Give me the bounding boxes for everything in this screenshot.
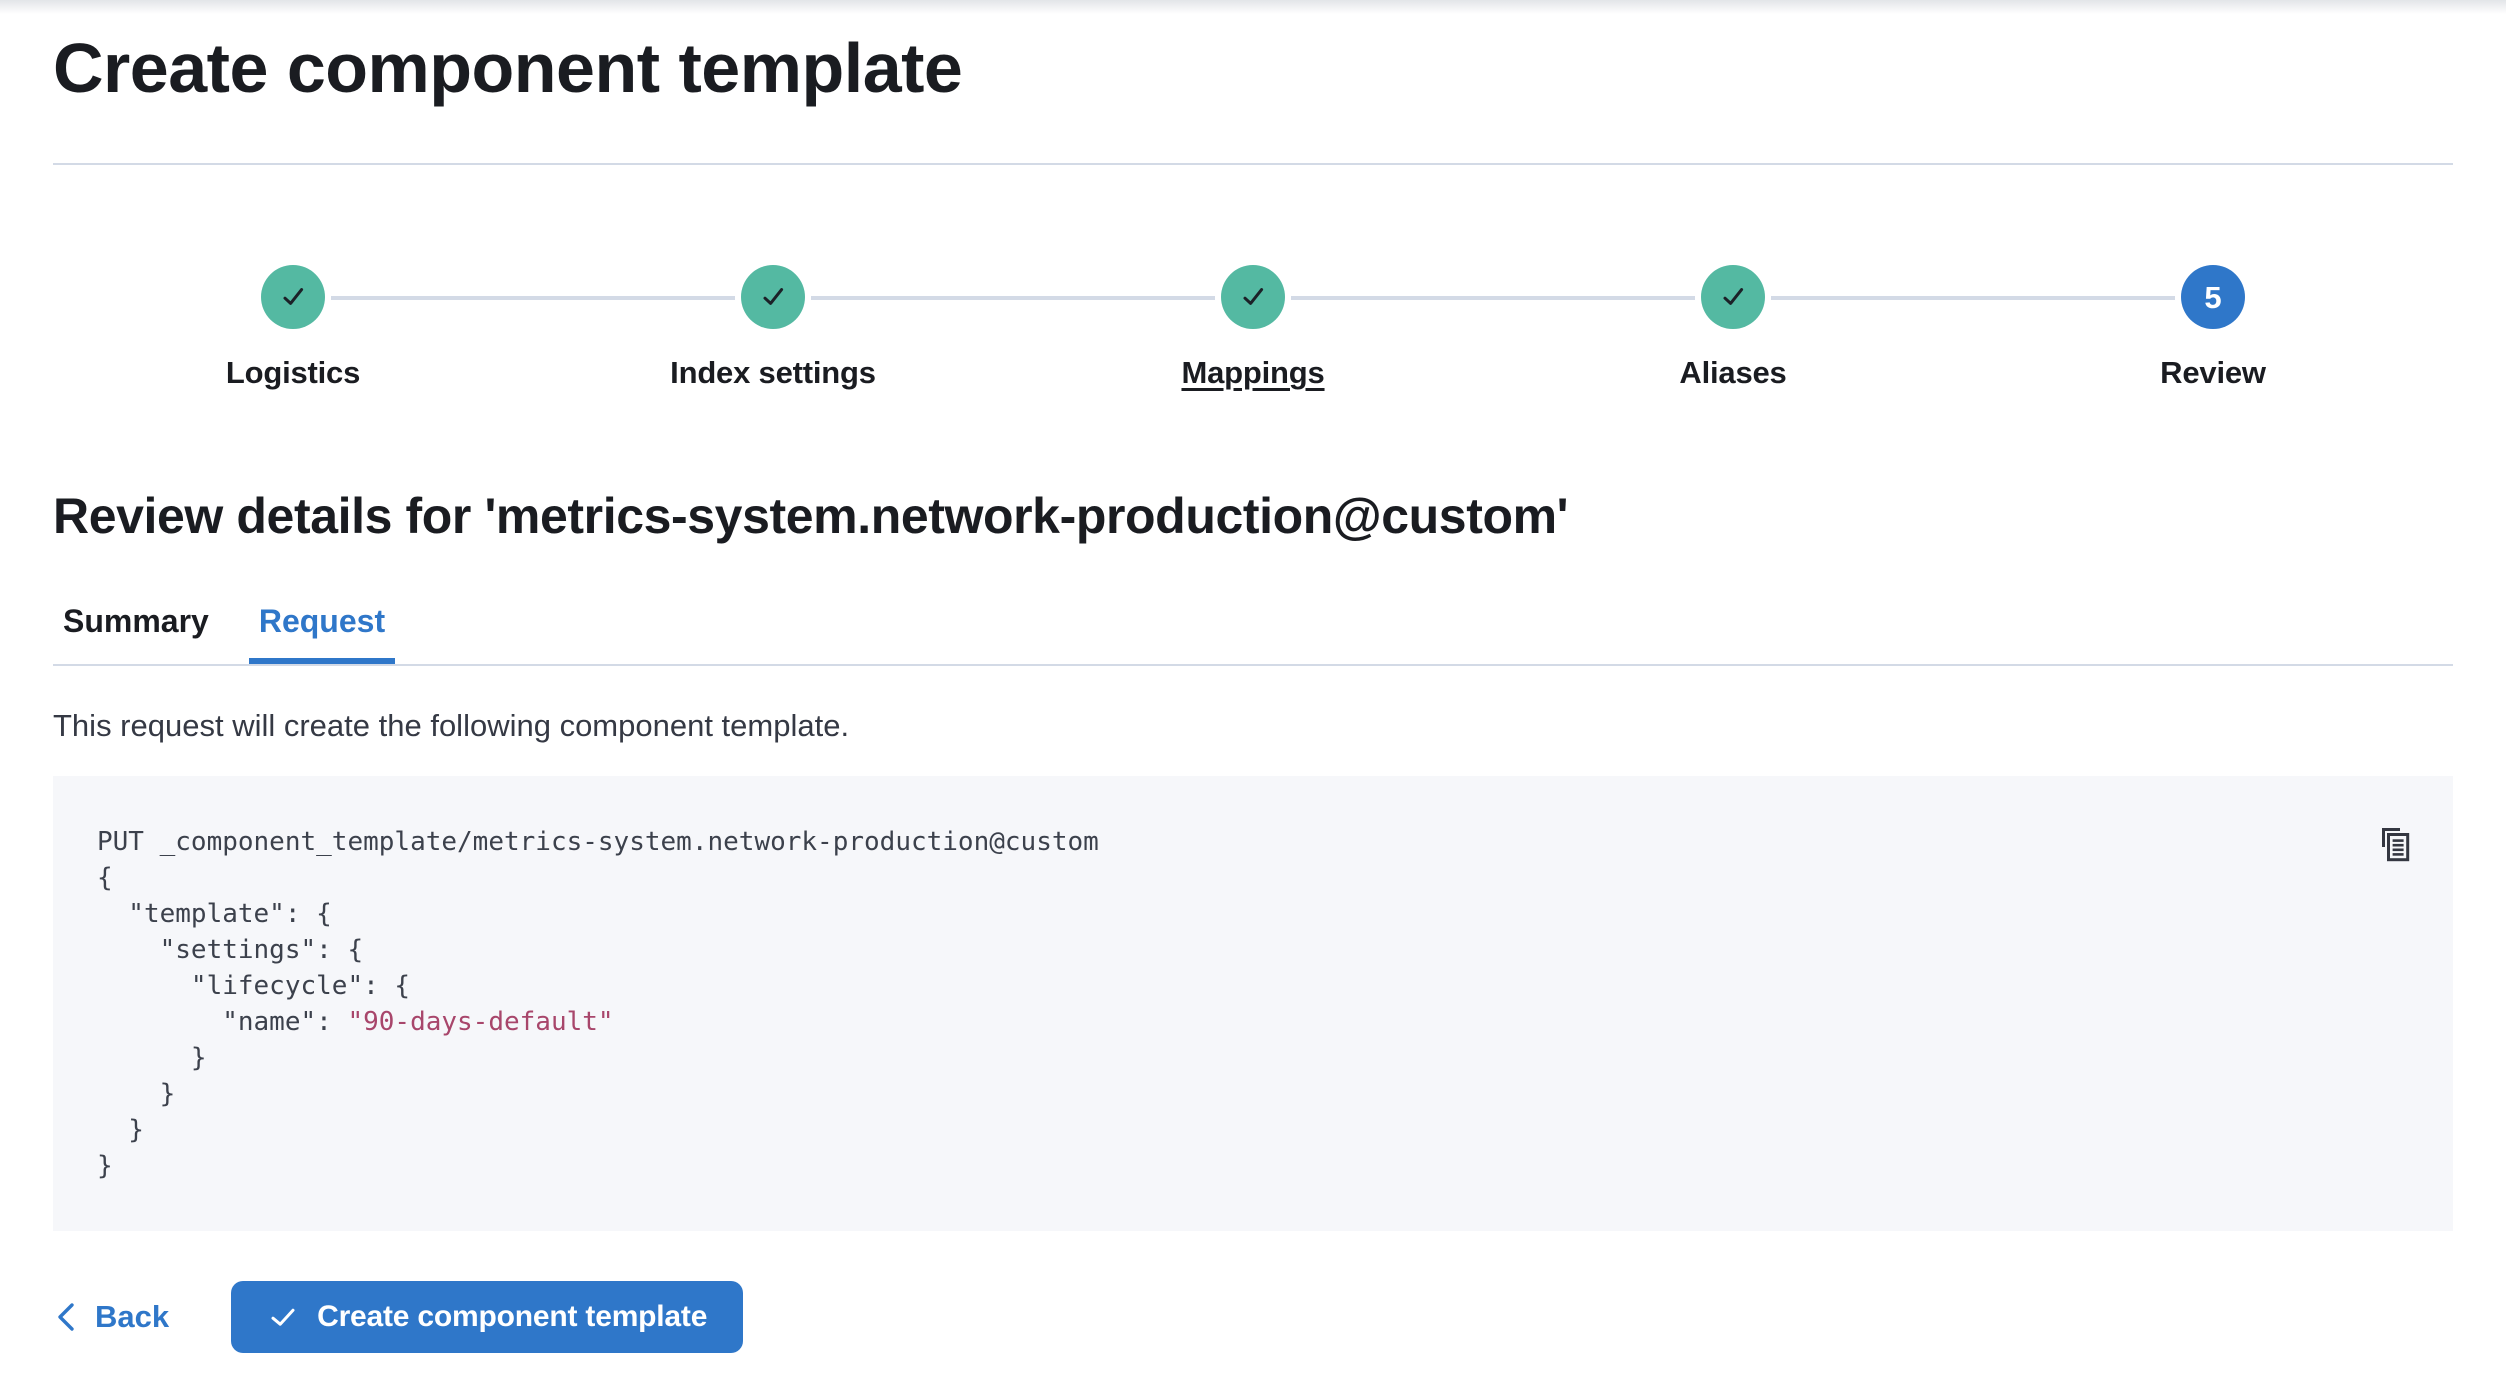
check-icon: [283, 288, 304, 305]
step-connector: [811, 296, 1215, 300]
step-label: Review: [2160, 355, 2266, 390]
code-line: "lifecycle": {: [97, 971, 411, 1001]
step-connector: [1291, 296, 1695, 300]
step-complete-badge: [261, 265, 325, 329]
create-component-template-page: Create component template Logistics Index…: [53, 29, 2453, 1353]
page-title: Create component template: [53, 29, 963, 107]
step-connector: [1771, 296, 2175, 300]
step-aliases[interactable]: Aliases: [1493, 265, 1973, 395]
step-label: Index settings: [670, 355, 876, 390]
code-line: }: [97, 1115, 144, 1145]
back-button[interactable]: Back: [53, 1299, 169, 1335]
step-complete-badge: [1701, 265, 1765, 329]
step-label: Aliases: [1679, 355, 1787, 390]
tab-request[interactable]: Request: [249, 603, 395, 664]
copy-button[interactable]: [2381, 828, 2411, 862]
step-logistics[interactable]: Logistics: [53, 265, 533, 395]
step-complete-badge: [741, 265, 805, 329]
code-line: }: [97, 1079, 176, 1109]
code-line: {: [97, 863, 113, 893]
code-line: "template": {: [97, 899, 332, 929]
request-code-block: PUT _component_template/metrics-system.n…: [53, 776, 2453, 1231]
code-line: }: [97, 1151, 113, 1181]
check-icon: [1243, 288, 1264, 305]
request-description: This request will create the following c…: [53, 708, 850, 743]
step-label: Logistics: [225, 355, 361, 390]
code-line: PUT _component_template/metrics-system.n…: [97, 827, 1099, 857]
wizard-footer: Back Create component template: [53, 1281, 2453, 1353]
create-component-template-button[interactable]: Create component template: [231, 1281, 744, 1353]
tab-summary[interactable]: Summary: [63, 603, 209, 639]
copy-clipboard-icon: [2382, 828, 2410, 862]
tabs: Summary Request: [53, 603, 2453, 666]
check-icon: [1723, 288, 1744, 305]
create-button-label: Create component template: [317, 1300, 708, 1333]
check-icon: [763, 288, 784, 305]
code-content: PUT _component_template/metrics-system.n…: [97, 824, 2409, 1184]
step-complete-badge: [1221, 265, 1285, 329]
review-heading: Review details for 'metrics-system.netwo…: [53, 488, 1569, 544]
step-label: Mappings: [1181, 355, 1325, 390]
step-connector: [331, 296, 735, 300]
step-index-settings[interactable]: Index settings: [533, 265, 1013, 395]
code-line: }: [97, 1043, 207, 1073]
chevron-left-icon: [58, 1303, 74, 1331]
header-divider: [53, 163, 2453, 165]
back-button-label: Back: [95, 1299, 170, 1334]
code-line: "settings": {: [97, 935, 364, 965]
step-number: 5: [2204, 279, 2222, 315]
check-icon: [271, 1308, 295, 1326]
code-line: "name": "90-days-default": [97, 1007, 614, 1037]
step-number-badge: 5: [2181, 265, 2245, 329]
step-mappings[interactable]: Mappings: [1013, 265, 1493, 395]
